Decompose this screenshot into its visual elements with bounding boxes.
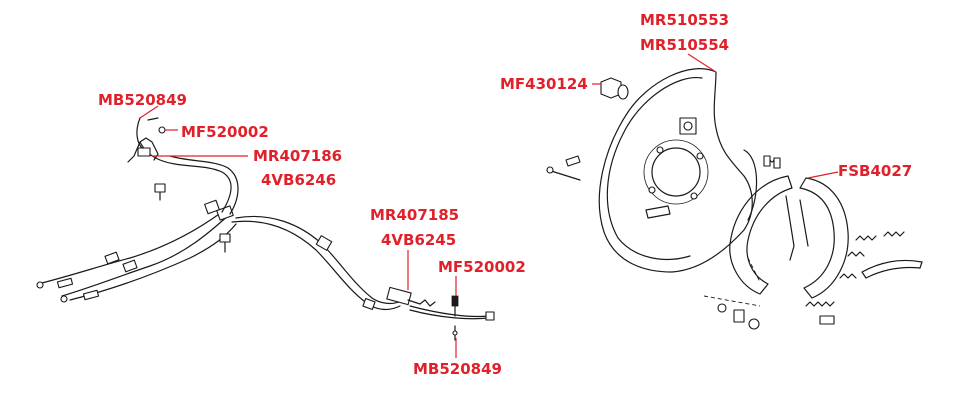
rear-cable-left <box>37 211 223 285</box>
leader-lines <box>139 53 839 358</box>
anchor-pin <box>679 117 697 135</box>
rear-cable-right <box>69 223 237 301</box>
long-cable <box>235 215 405 305</box>
label-mr407185[interactable]: MR407185 <box>370 206 459 224</box>
label-mr407186[interactable]: MR407186 <box>253 147 342 165</box>
brake-shoe-assembly <box>703 155 923 330</box>
upper-cable-bracket <box>127 117 166 163</box>
right-cable-end <box>386 286 495 321</box>
label-mf430124[interactable]: MF430124 <box>500 75 588 93</box>
label-mb520849-top[interactable]: MB520849 <box>98 91 187 109</box>
label-mr510553[interactable]: MR510553 <box>640 11 729 29</box>
backing-plate <box>598 68 753 273</box>
bolt-bottom <box>451 295 459 317</box>
label-4vb6246[interactable]: 4VB6246 <box>261 171 336 189</box>
parking-brake-cable-assembly <box>36 117 495 341</box>
bolt-lower <box>362 297 376 311</box>
label-mf520002-top[interactable]: MF520002 <box>181 123 269 141</box>
brake-backing-plate-assembly <box>546 68 758 273</box>
cable-clamp-bolt <box>219 233 231 253</box>
brake-shoe-right <box>799 177 849 299</box>
label-4vb6245[interactable]: 4VB6245 <box>381 231 456 249</box>
label-mr510554[interactable]: MR510554 <box>640 36 729 54</box>
label-fsb4027[interactable]: FSB4027 <box>838 162 912 180</box>
return-springs <box>763 155 905 307</box>
nut-mf430124 <box>600 77 629 100</box>
part-labels: MB520849 MF520002 MR407186 4VB6246 MR407… <box>98 11 912 378</box>
parking-lever <box>861 259 923 279</box>
small-clip <box>565 155 581 167</box>
lock-pin <box>452 325 458 341</box>
cable-clips <box>104 199 234 273</box>
rear-cable-left-inner <box>61 213 231 297</box>
label-mb520849-bottom[interactable]: MB520849 <box>413 360 502 378</box>
front-cable-upper-2 <box>169 155 239 215</box>
front-cable-upper <box>139 141 232 213</box>
cable-end-left <box>36 277 100 303</box>
label-mf520002-bottom[interactable]: MF520002 <box>438 258 526 276</box>
plate-bolt <box>546 166 581 181</box>
bolt-upper <box>154 183 166 201</box>
hub-opening <box>651 147 701 197</box>
long-cable-inner <box>231 220 401 311</box>
brake-shoe-left <box>729 175 793 295</box>
hold-down-parts <box>717 303 835 330</box>
